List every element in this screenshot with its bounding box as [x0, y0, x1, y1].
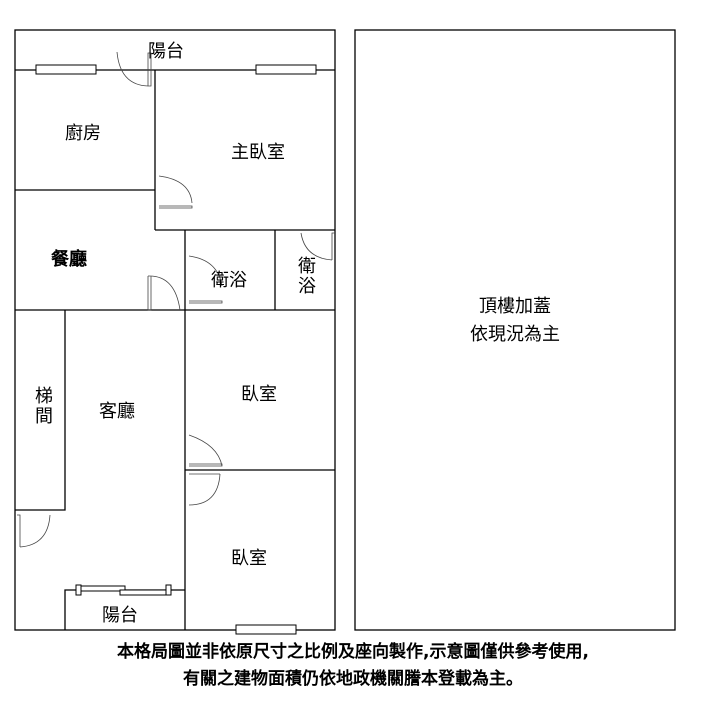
room-label-stairwell: 梯間	[32, 386, 53, 426]
room-label-master-bedroom: 主臥室	[231, 142, 285, 163]
room-label-kitchen: 廚房	[65, 123, 101, 144]
sliding-door	[119, 589, 171, 596]
room-label-living-room: 客廳	[99, 401, 135, 422]
rooftop-area	[354, 29, 676, 631]
room-label-bathroom-1: 衛浴	[211, 270, 247, 291]
room-label-balcony-top: 陽台	[148, 41, 184, 62]
disclaimer-line1: 本格局圖並非依原尺寸之比例及座向製作,示意圖僅供參考使用,	[117, 642, 589, 662]
sliding-door	[79, 585, 126, 592]
room-label-dining-room: 餐廳	[51, 249, 87, 270]
wall	[15, 310, 66, 511]
window	[235, 624, 297, 635]
room-label-balcony-bottom: 陽台	[102, 605, 138, 626]
window	[255, 64, 317, 75]
room-label-bedroom-2: 臥室	[231, 548, 267, 569]
door-swing	[147, 275, 181, 311]
room-label-bedroom-1: 臥室	[241, 384, 277, 405]
door-swing	[300, 232, 335, 261]
room-label-bathroom-2: 衛浴	[295, 256, 316, 296]
door-swing	[158, 175, 193, 209]
door-swing	[17, 514, 51, 548]
door-swing	[116, 51, 152, 87]
sliding-door-post	[165, 584, 172, 596]
disclaimer-line2: 有關之建物面積仍依地政機關謄本登載為主。	[183, 669, 523, 689]
rooftop-label-line1: 頂樓加蓋	[479, 296, 551, 317]
window	[35, 64, 97, 75]
outer-wall	[14, 29, 336, 631]
door-swing	[188, 434, 223, 467]
door-swing	[188, 255, 223, 304]
rooftop-label-line2: 依現況為主	[470, 324, 560, 345]
sliding-door-post	[75, 584, 82, 596]
door-swing	[188, 473, 221, 506]
